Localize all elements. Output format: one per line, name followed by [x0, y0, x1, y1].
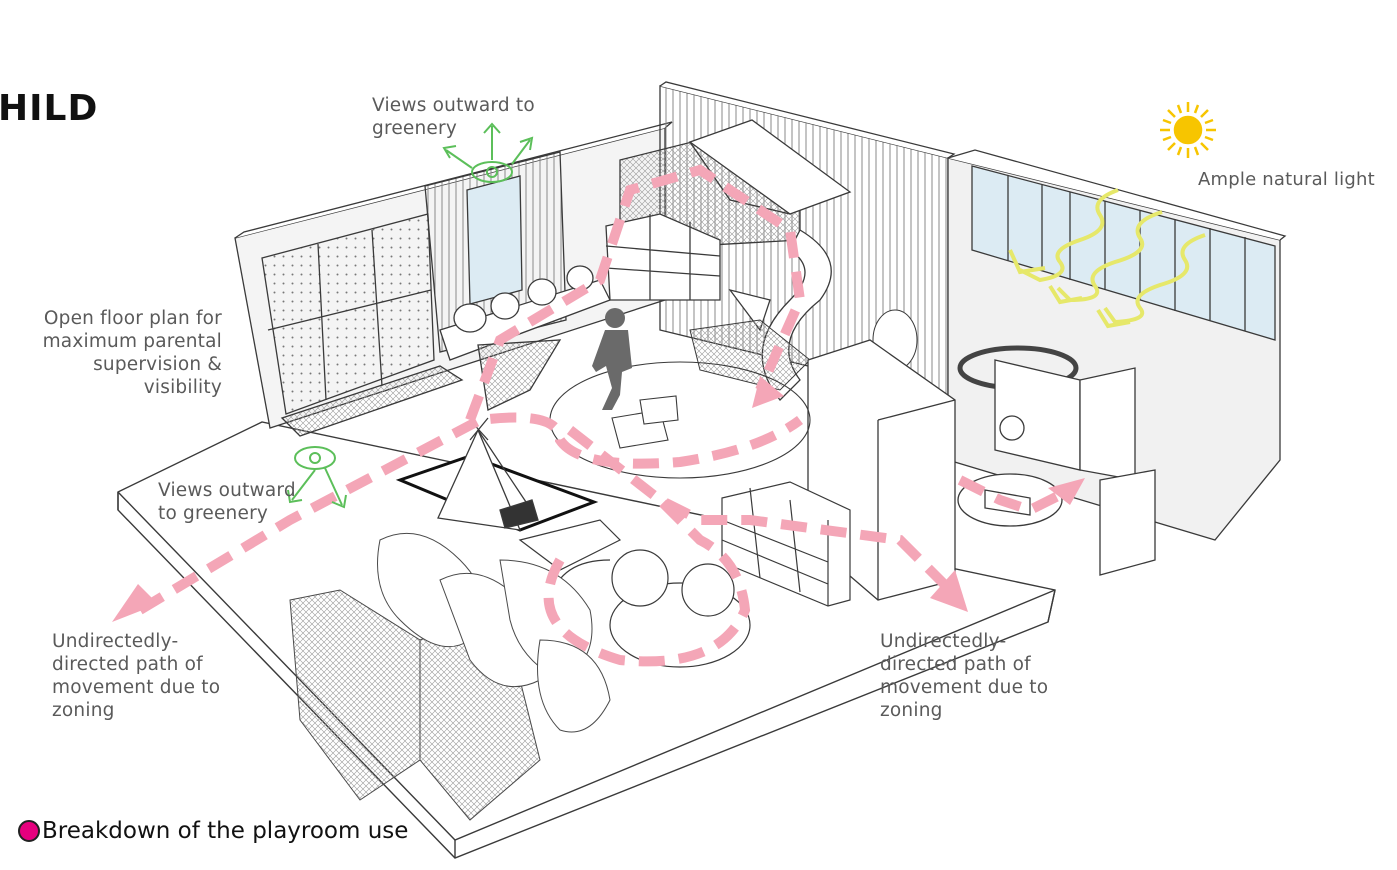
- back-left-wall: [235, 122, 672, 436]
- label-natural-light: Ample natural light: [1198, 168, 1375, 191]
- label-open-floor-plan: Open floor plan for maximum parental sup…: [30, 307, 222, 399]
- page-title: HILD: [0, 88, 98, 129]
- legend-marker: [18, 820, 40, 842]
- legend: Breakdown of the playroom use: [18, 814, 408, 848]
- sun-icon: [1160, 102, 1216, 158]
- label-views-outward-left: Views outward to greenery: [158, 479, 296, 525]
- legend-text: Breakdown of the playroom use: [42, 818, 408, 844]
- label-path-left: Undirectedly- directed path of movement …: [52, 630, 220, 722]
- child-figure: [592, 308, 632, 410]
- label-views-outward-top: Views outward to greenery: [372, 94, 535, 140]
- label-path-right: Undirectedly- directed path of movement …: [880, 630, 1048, 722]
